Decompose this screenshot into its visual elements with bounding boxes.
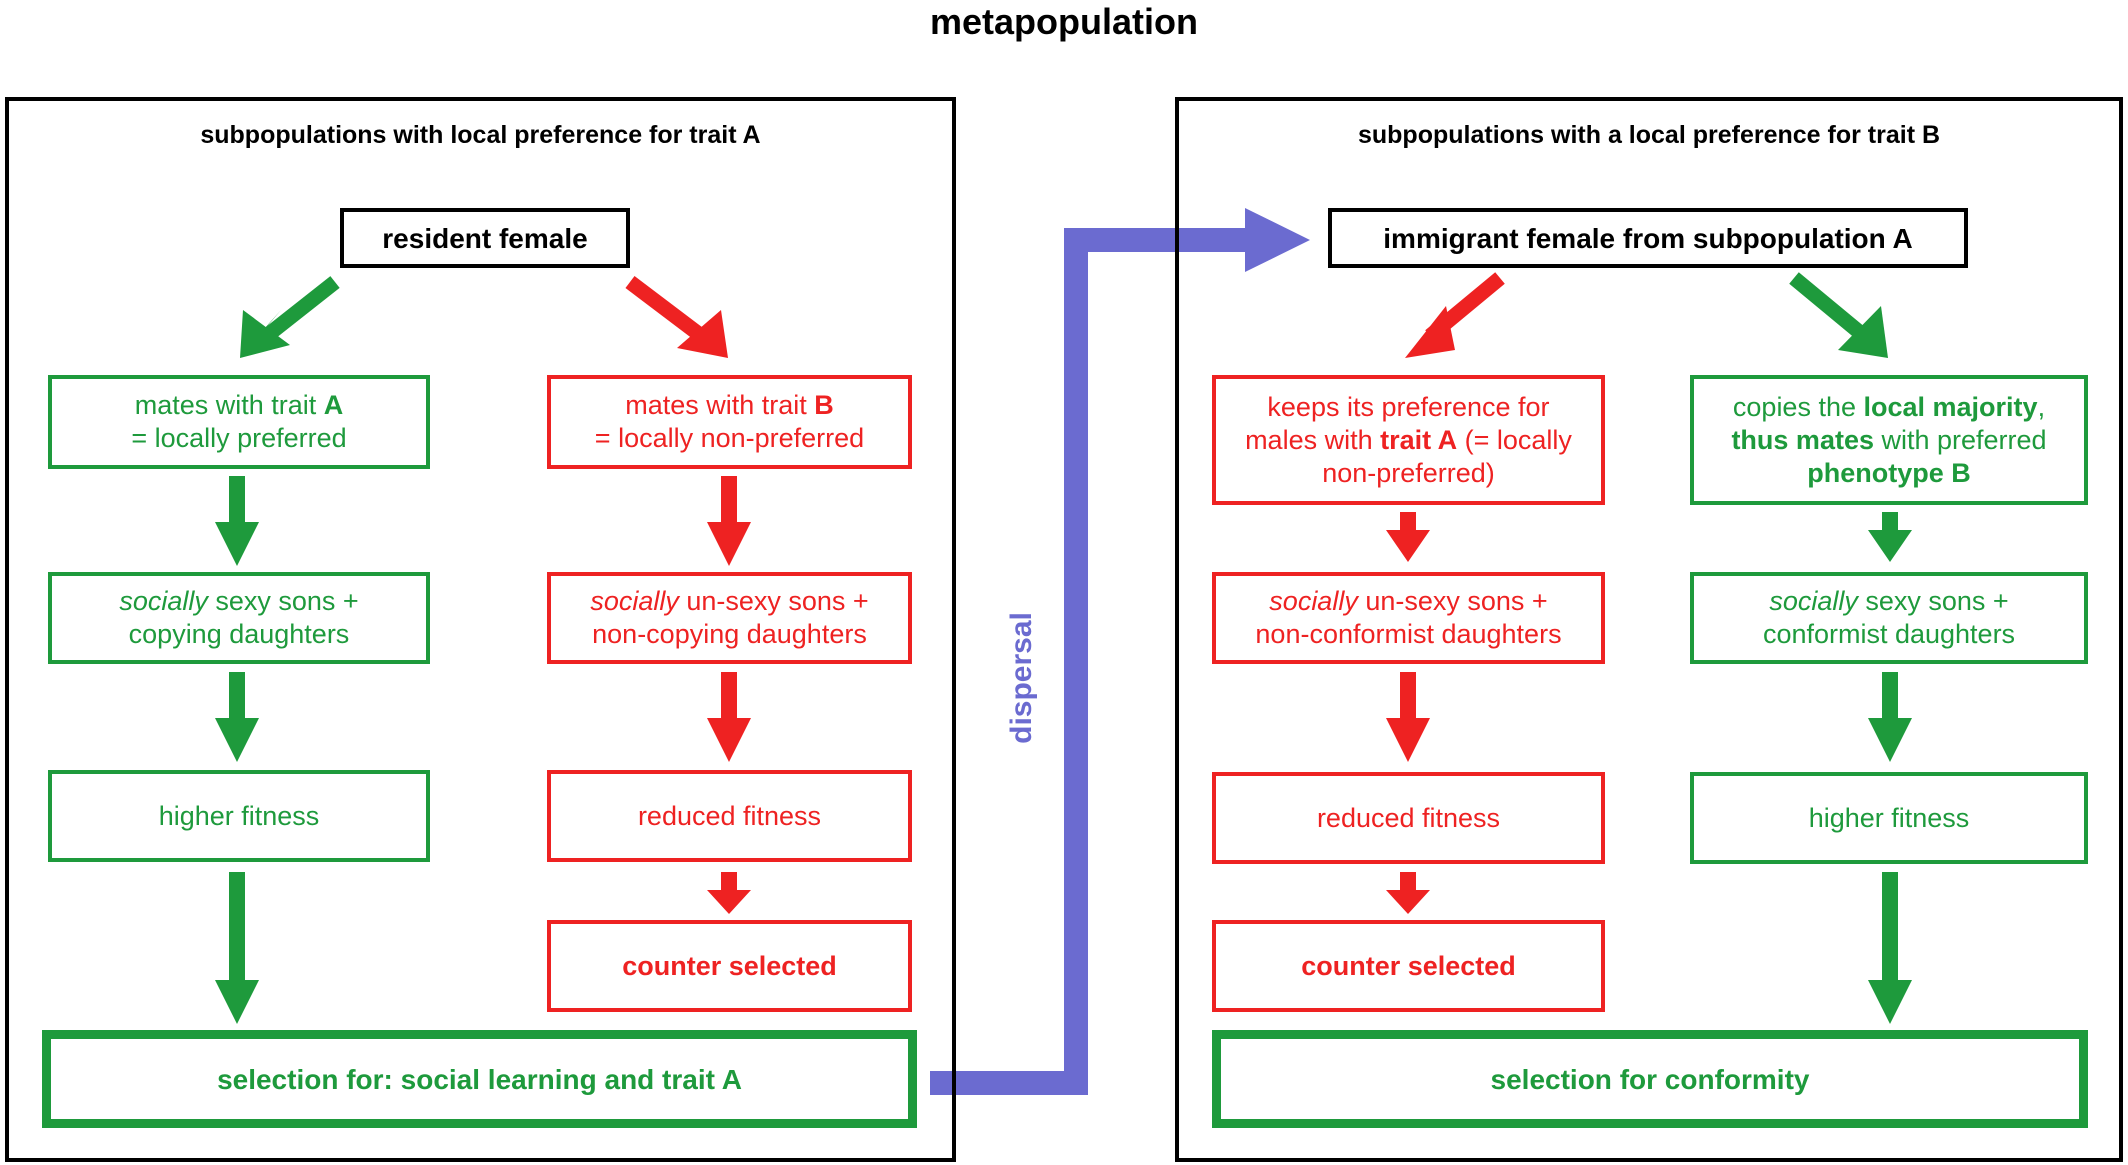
arrow-b-diag-left <box>1405 272 1505 358</box>
arrow-b-left-3 <box>1386 872 1430 914</box>
arrow-a-diag-right <box>625 276 728 358</box>
arrow-a-left-1 <box>215 476 259 566</box>
arrow-a-left-3 <box>215 872 259 1024</box>
b-unsexy-sons-box: socially un-sexy sons + non-conformist d… <box>1212 572 1605 664</box>
a-selection-box: selection for: social learning and trait… <box>42 1030 917 1128</box>
a-reduced-fitness-box: reduced fitness <box>547 770 912 862</box>
panel-b-title: subpopulations with a local preference f… <box>1357 121 1941 149</box>
arrow-a-right-3 <box>707 872 751 914</box>
text: non-copying daughters <box>592 619 867 649</box>
text: un-sexy sons + <box>1357 586 1548 616</box>
b-counter-selected-box: counter selected <box>1212 920 1605 1012</box>
arrow-b-left-1 <box>1386 512 1430 562</box>
arrow-b-left-2 <box>1386 672 1430 762</box>
a-mates-trait-a-box: mates with trait A = locally preferred <box>48 375 430 469</box>
text: = locally non-preferred <box>594 423 865 453</box>
text: copying daughters <box>128 619 350 649</box>
text: sexy sons + <box>207 586 359 616</box>
text-italic: socially <box>590 586 679 616</box>
text: mates with trait <box>134 390 324 420</box>
text: with preferred <box>1873 424 2047 455</box>
text-bold: B <box>814 390 834 420</box>
panel-trait-a <box>5 97 956 1162</box>
arrow-b-right-3 <box>1868 872 1912 1024</box>
text-italic: socially <box>119 586 208 616</box>
text-bold: local majority <box>1863 391 2038 422</box>
text: non-preferred) <box>1322 457 1495 488</box>
a-counter-selected-box: counter selected <box>547 920 912 1012</box>
dispersal-label: dispersal <box>1005 612 1038 744</box>
b-higher-fitness-box: higher fitness <box>1690 772 2088 864</box>
b-copies-majority-box: copies the local majority, thus mates wi… <box>1690 375 2088 505</box>
text: , <box>2037 391 2046 422</box>
dispersal-arrow <box>930 228 1250 1095</box>
arrow-b-right-2 <box>1868 672 1912 762</box>
arrow-b-right-1 <box>1868 512 1912 562</box>
text: non-conformist daughters <box>1255 619 1562 649</box>
text-italic: socially <box>1269 586 1358 616</box>
a-unsexy-sons-box: socially un-sexy sons + non-copying daug… <box>547 572 912 664</box>
text-bold: thus mates <box>1731 424 1874 455</box>
resident-female-box: resident female <box>340 208 630 268</box>
text-bold: phenotype B <box>1807 457 1971 488</box>
text-bold: A <box>323 390 344 420</box>
text: copies the <box>1732 391 1864 422</box>
a-mates-trait-b-box: mates with trait B = locally non-preferr… <box>547 375 912 469</box>
text: males with <box>1245 424 1381 455</box>
immigrant-female-box: immigrant female from subpopulation A <box>1328 208 1968 268</box>
text: = locally preferred <box>131 423 347 453</box>
text: conformist daughters <box>1762 619 2016 649</box>
panel-a-title: subpopulations with local preference for… <box>200 121 761 149</box>
text: un-sexy sons + <box>678 586 869 616</box>
text: mates with trait <box>625 390 815 420</box>
diagram-title: metapopulation <box>930 1 1198 42</box>
arrow-a-left-2 <box>215 672 259 762</box>
b-reduced-fitness-box: reduced fitness <box>1212 772 1605 864</box>
arrow-b-diag-right <box>1789 272 1888 358</box>
arrow-a-diag-left <box>240 276 340 358</box>
b-selection-box: selection for conformity <box>1212 1030 2088 1128</box>
text-italic: socially <box>1769 586 1858 616</box>
arrow-a-right-2 <box>707 672 751 762</box>
b-keeps-preference-box: keeps its preference for males with trai… <box>1212 375 1605 505</box>
dispersal-arrowhead <box>1245 208 1310 272</box>
a-sexy-sons-box: socially sexy sons + copying daughters <box>48 572 430 664</box>
b-sexy-sons-box: socially sexy sons + conformist daughter… <box>1690 572 2088 664</box>
text: sexy sons + <box>1857 586 2009 616</box>
panel-trait-b <box>1175 97 2123 1162</box>
text-bold: trait A <box>1380 424 1458 455</box>
a-higher-fitness-box: higher fitness <box>48 770 430 862</box>
text: keeps its preference for <box>1267 391 1550 422</box>
text: (= locally <box>1457 424 1572 455</box>
arrow-a-right-1 <box>707 476 751 566</box>
